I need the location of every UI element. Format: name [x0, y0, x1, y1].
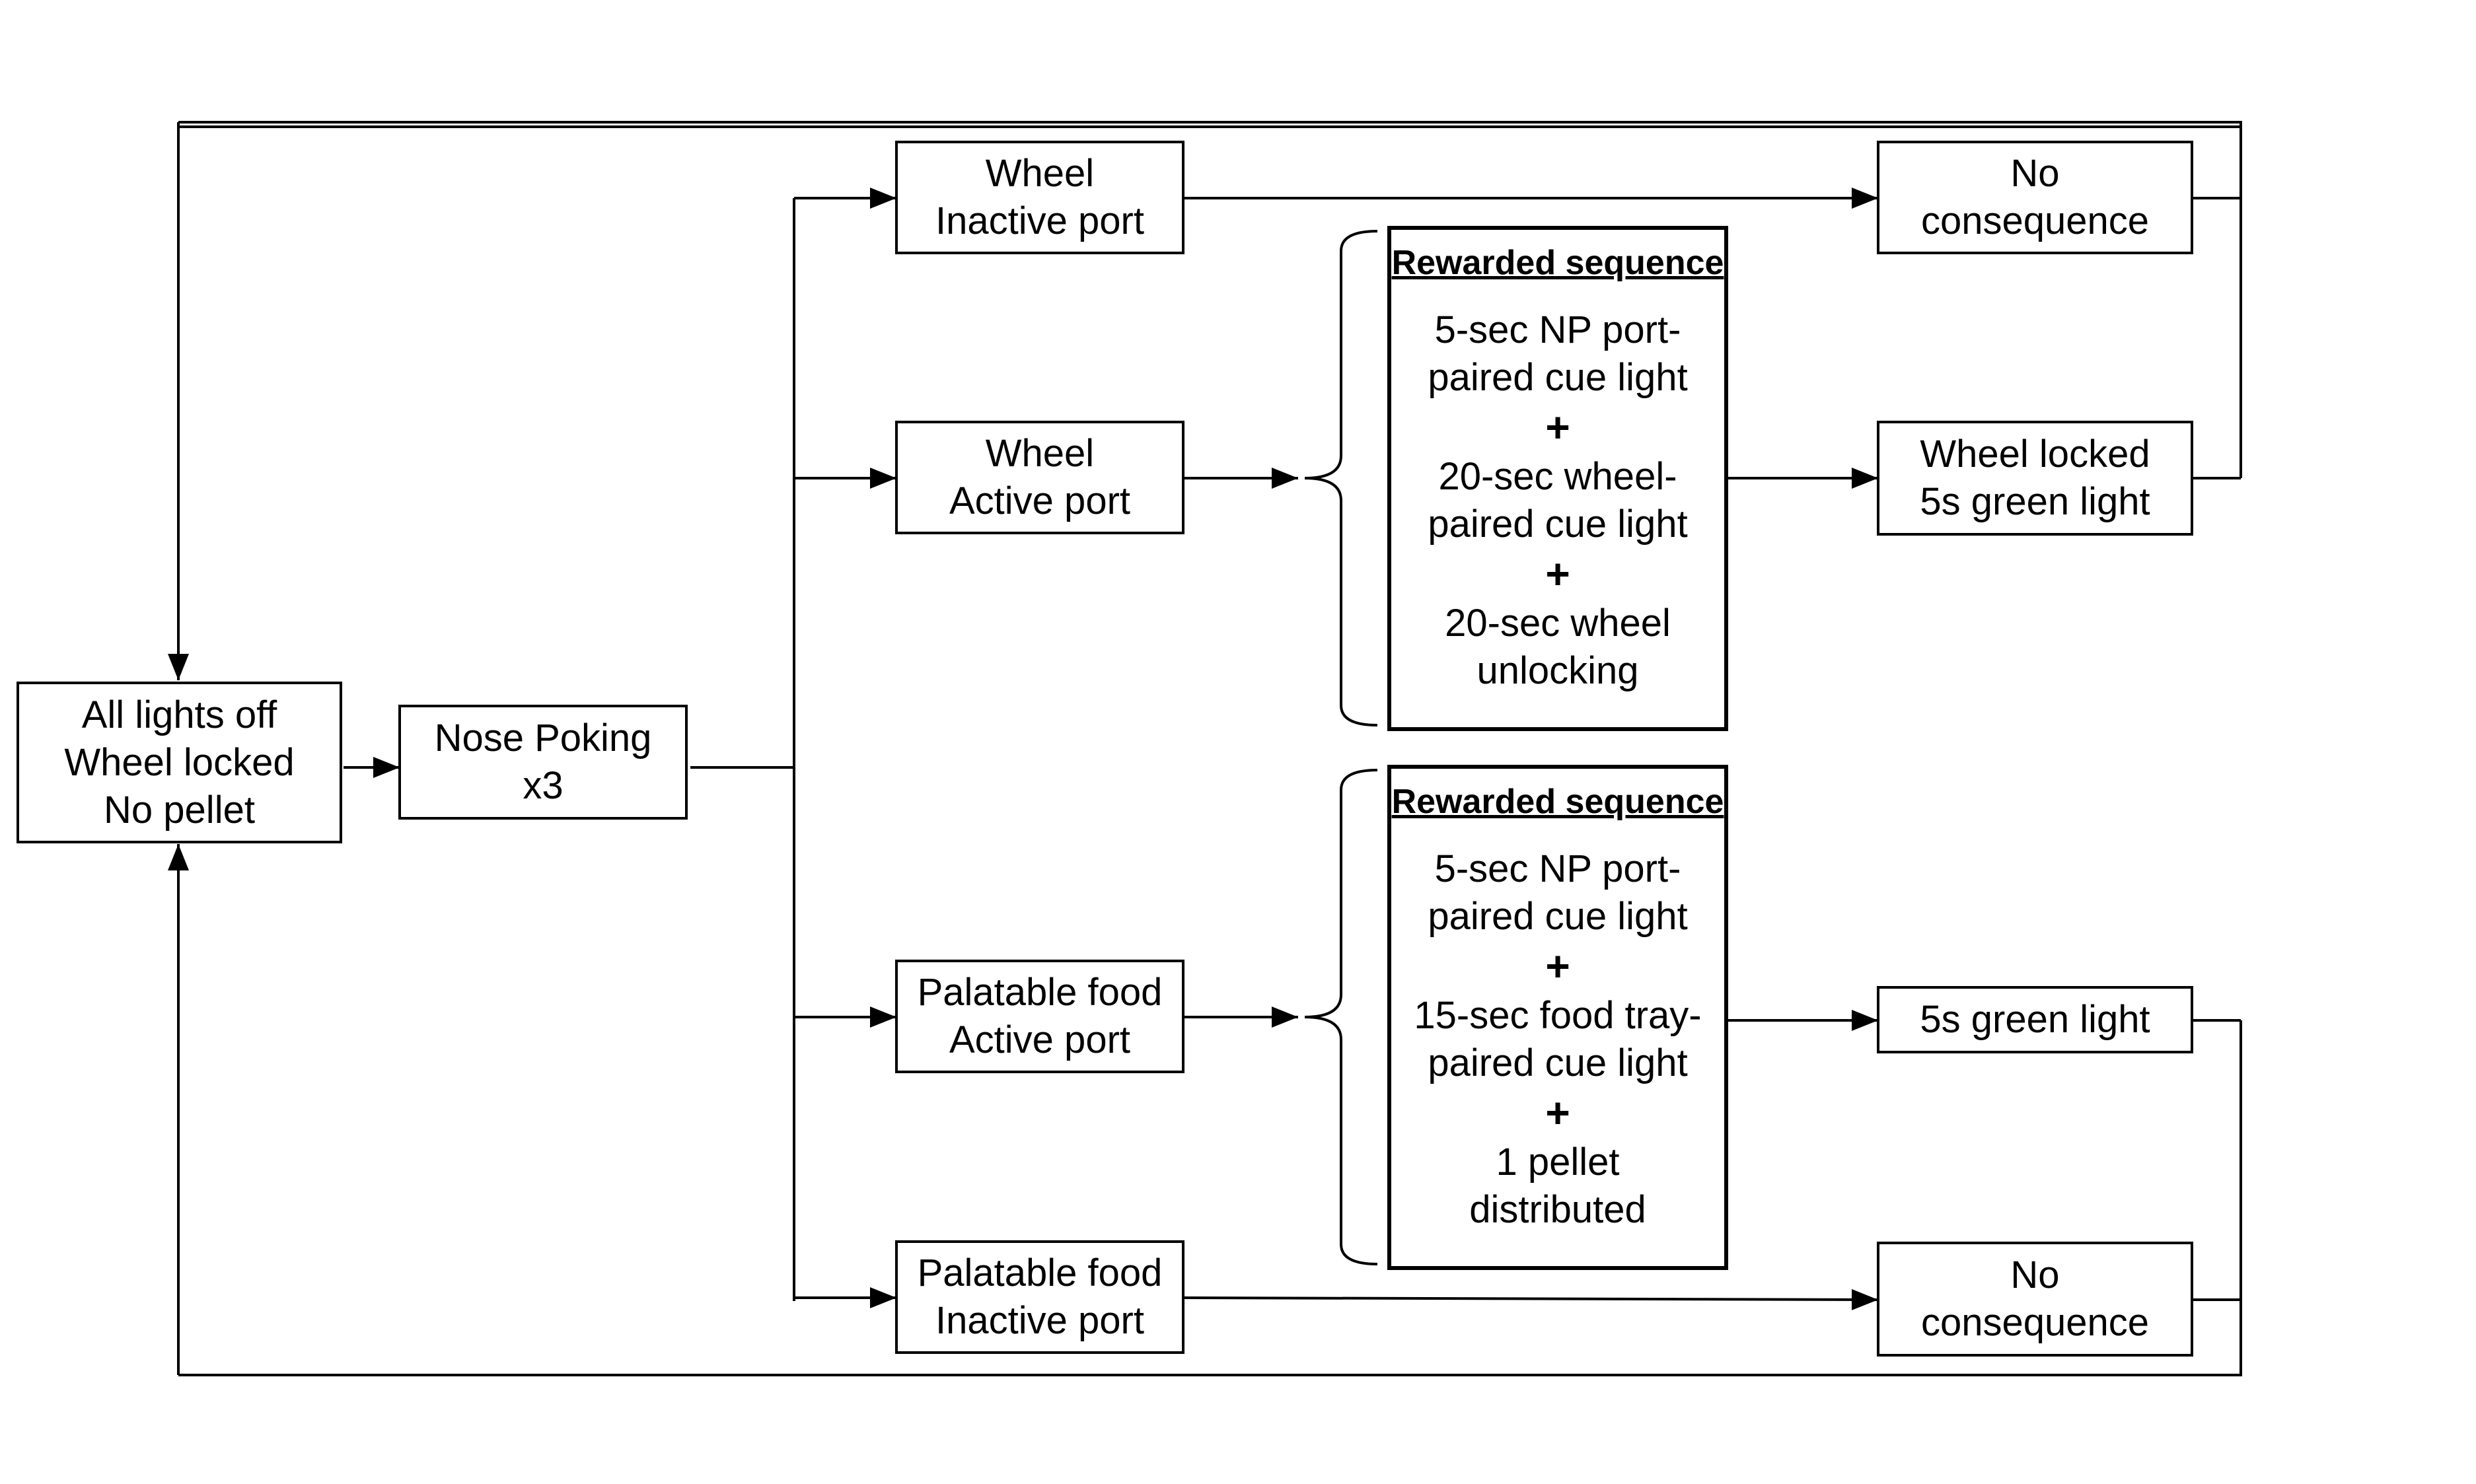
- brace-wheel-sequence: [1304, 230, 1378, 726]
- food-active-port-box: Palatable food Active port: [895, 960, 1184, 1073]
- no-consequence-bottom-line-2: consequence: [1920, 1301, 2150, 1344]
- start-line-3: No pellet: [104, 788, 255, 831]
- line-return-top: [178, 121, 2242, 479]
- line-return-bottom: [178, 1019, 2242, 1376]
- food-seq-step1-line-2: paired cue light: [1428, 895, 1688, 938]
- food-seq-plus-1: +: [1545, 942, 1570, 990]
- no-consequence-bottom-line-1: No: [2010, 1254, 2060, 1296]
- wheel-inactive-port-box: Wheel Inactive port: [895, 141, 1184, 254]
- food-seq-step2-line-2: paired cue light: [1428, 1042, 1688, 1084]
- wheel-sequence-header: Rewarded sequence: [1391, 244, 1724, 282]
- food-seq-plus-2: +: [1545, 1089, 1570, 1137]
- no-consequence-top-line-2: consequence: [1920, 199, 2150, 242]
- green-light-line-1: 5s green light: [1920, 998, 2150, 1041]
- nose-poke-box: Nose Poking x3: [398, 705, 688, 820]
- wheel-seq-step1-line-1: 5-sec NP port-: [1434, 308, 1681, 351]
- food-rewarded-sequence-box: Rewarded sequence 5-sec NP port- paired …: [1387, 765, 1728, 1270]
- wheel-seq-step2-line-2: paired cue light: [1428, 503, 1688, 546]
- food-seq-step1-line-1: 5-sec NP port-: [1434, 847, 1681, 890]
- wheel-seq-step2-line-1: 20-sec wheel-: [1438, 455, 1677, 498]
- nose-poke-line-1: Nose Poking: [434, 717, 652, 760]
- nose-poke-line-2: x3: [523, 764, 564, 807]
- food-inactive-line-2: Inactive port: [935, 1299, 1144, 1342]
- wheel-seq-step3-line-2: unlocking: [1476, 649, 1639, 692]
- food-active-line-2: Active port: [949, 1018, 1130, 1061]
- no-consequence-bottom-box: No consequence: [1877, 1242, 2193, 1357]
- start-line-2: Wheel locked: [64, 740, 295, 784]
- food-seq-step3-line-1: 1 pellet: [1496, 1141, 1620, 1184]
- wheel-active-line-1: Wheel: [985, 432, 1095, 475]
- wheel-seq-plus-2: +: [1545, 550, 1570, 598]
- food-active-line-1: Palatable food: [917, 971, 1163, 1014]
- wheel-locked-green-light-box: Wheel locked 5s green light: [1877, 421, 2193, 536]
- state-start-box: All lights off Wheel locked No pellet: [17, 682, 342, 843]
- food-seq-step2-line-1: 15-sec food tray-: [1414, 994, 1702, 1037]
- arrow-food-inactive-to-noconsequence: [1183, 1289, 1879, 1310]
- wheel-locked-line-1: Wheel locked: [1920, 433, 2150, 476]
- food-seq-step3-line-2: distributed: [1469, 1188, 1646, 1231]
- wheel-seq-step1-line-2: paired cue light: [1428, 356, 1688, 399]
- wheel-active-line-2: Active port: [949, 479, 1130, 522]
- wheel-active-port-box: Wheel Active port: [895, 421, 1184, 534]
- wheel-seq-step3-line-1: 20-sec wheel: [1445, 602, 1671, 645]
- wheel-seq-plus-1: +: [1545, 404, 1570, 451]
- brace-food-sequence: [1304, 769, 1378, 1265]
- no-consequence-top-line-1: No: [2010, 152, 2060, 195]
- start-line-1: All lights off: [81, 693, 277, 736]
- green-light-box: 5s green light: [1877, 986, 2193, 1053]
- wheel-inactive-line-2: Inactive port: [935, 199, 1144, 242]
- food-inactive-port-box: Palatable food Inactive port: [895, 1240, 1184, 1354]
- food-sequence-header: Rewarded sequence: [1391, 783, 1724, 821]
- wheel-rewarded-sequence-box: Rewarded sequence 5-sec NP port- paired …: [1387, 226, 1728, 731]
- wheel-inactive-line-1: Wheel: [985, 152, 1095, 195]
- food-inactive-line-1: Palatable food: [917, 1252, 1163, 1294]
- wheel-locked-line-2: 5s green light: [1920, 480, 2150, 523]
- no-consequence-top-box: No consequence: [1877, 141, 2193, 254]
